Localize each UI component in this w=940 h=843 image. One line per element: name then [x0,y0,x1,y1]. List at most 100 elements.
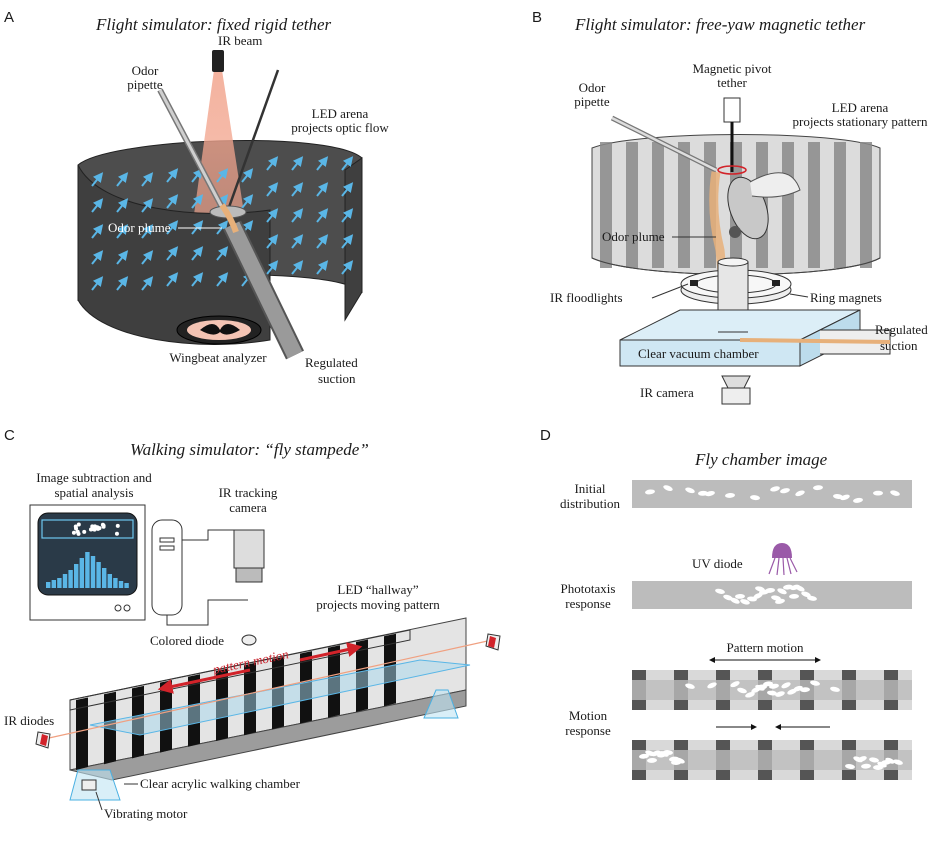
vacuum-chamber [619,339,801,367]
arena-stripe [652,142,664,268]
fly [753,592,763,599]
optic-flow-arrow [291,260,304,275]
arena-stripe [808,142,820,268]
optic-flow-arrow [141,250,154,265]
optic-flow-arrow [266,182,279,197]
optic-flow-arrow [91,250,104,265]
optic-flow-arrow [191,246,204,261]
label-ir-camera-b: IR camera [640,385,694,400]
monitor-histogram [46,552,129,588]
histogram-bar [74,564,79,588]
histogram-bar [96,562,101,588]
label-walking-chamber: Clear acrylic walking chamber [140,776,301,791]
label-initial-1: Initial [574,481,605,496]
arena-stripe [600,142,612,268]
label-pivot-1: Magnetic pivot [692,61,771,76]
label-colored-diode: Colored diode [150,633,224,648]
panel-b-letter: B [532,9,542,26]
strip-channel [632,750,912,770]
ir-tracking-camera [233,529,265,583]
ir-camera-b [721,375,751,389]
panel-a-title: Flight simulator: fixed rigid tether [95,15,332,34]
label-motor: Vibrating motor [104,806,188,821]
fly [770,486,780,492]
optic-flow-arrows [91,156,354,291]
fly-dot [75,529,80,534]
optic-flow-arrow [241,194,254,209]
optic-flow-arrow [91,224,104,239]
optic-flow-arrow [91,172,104,187]
fly [893,759,903,765]
histogram-bar [62,574,68,588]
optic-flow-arrow [341,208,354,223]
ir-diode-beam [39,639,493,741]
fly [639,753,649,759]
fly-dot [114,531,119,536]
label-uv: UV diode [692,556,743,571]
fly [800,687,810,693]
optic-flow-arrow [141,276,154,291]
optic-flow-arrow [266,234,279,249]
fly [645,489,655,495]
fly-dot [95,525,100,530]
panel-b-title: Flight simulator: free-yaw magnetic teth… [574,15,866,34]
arena-stripe [860,142,872,268]
strip-channel [632,680,912,700]
label-odor-plume-b: Odor plume [602,229,665,244]
fly [769,683,779,689]
panel-a: A Flight simulator: fixed rigid tether I… [4,9,389,386]
optic-flow-arrow [166,194,179,209]
fly [780,488,790,494]
panel-c: C Walking simulator: “fly stampede” Imag… [4,427,501,821]
fly [775,598,785,604]
fly-dot [101,524,106,529]
histogram-bar [107,574,112,588]
strip-motion-2 [632,740,912,780]
panel-d-letter: D [540,427,551,444]
fly [845,764,855,769]
optic-flow-arrow [91,198,104,213]
fly-dot [82,529,87,534]
label-odor-pipette-a-2: pipette [127,77,163,92]
label-motion-2: response [565,723,611,738]
walking-chamber [89,659,471,736]
fly-dot [88,527,93,532]
fly [789,593,799,599]
fly [801,591,811,598]
fly [767,690,777,696]
label-odor-pipette-b-2: pipette [574,94,610,109]
label-suction-b-1: Regulated [875,322,928,337]
label-tracking-2: camera [229,500,267,515]
strip-initial [632,480,912,508]
optic-flow-arrow [216,272,229,287]
label-hallway-2: projects moving pattern [316,597,440,612]
fly-dot [115,523,120,528]
optic-flow-arrow [116,276,129,291]
optic-flow-arrow [341,156,354,171]
fly-dot [90,524,95,529]
fly [861,763,871,769]
optic-flow-arrow [316,260,329,275]
label-pivot-2: tether [717,75,747,90]
monitor-fly-dots [71,522,120,536]
fly [857,756,867,762]
optic-flow-arrow [91,276,104,291]
fly [765,588,775,593]
optic-flow-arrow [316,156,329,171]
histogram-bar [57,578,62,588]
optic-flow-arrow [191,168,204,183]
optic-flow-arrow [291,156,304,171]
optic-flow-arrow [266,156,279,171]
fly [830,686,840,692]
optic-flow-arrow [116,224,129,239]
fly [840,494,850,501]
optic-flow-arrow [166,272,179,287]
label-led-arena-b-1: LED arena [832,100,889,115]
optic-flow-arrow [191,272,204,287]
label-odor-plume-a: Odor plume [108,220,171,235]
optic-flow-arrow [341,182,354,197]
optic-flow-arrow [341,260,354,275]
histogram-bar [85,552,90,588]
